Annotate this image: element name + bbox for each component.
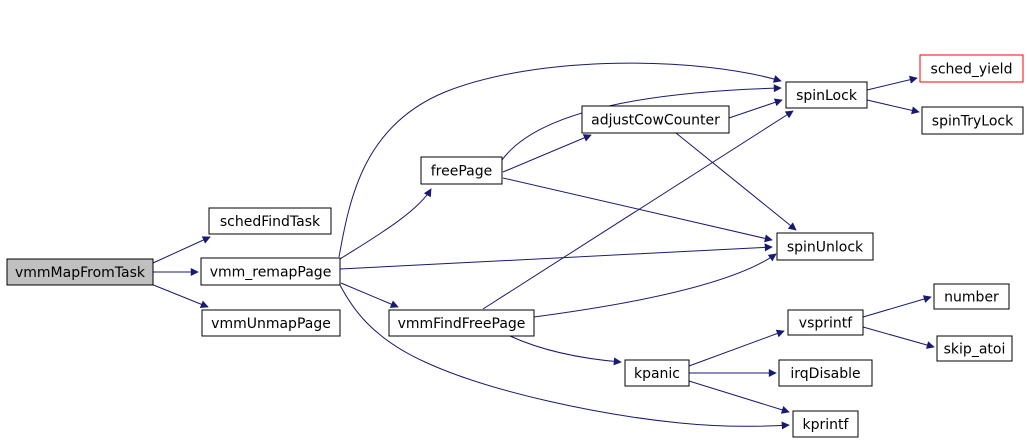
node-box-sched_yield <box>919 54 1024 83</box>
node-label-vmmUnmapPage: vmmUnmapPage <box>211 316 331 332</box>
node-label-irqDisable: irqDisable <box>790 366 860 382</box>
edge-vmmFindFreePage-to-kpanic <box>509 335 622 366</box>
node-label-adjustCowCounter: adjustCowCounter <box>591 113 720 129</box>
node-box-kprintf <box>792 410 859 438</box>
edge-spinLock-to-spinTryLock <box>866 99 920 115</box>
node-box-spinTryLock <box>921 106 1024 135</box>
edge-vsprintf-to-skip_atoi <box>862 326 935 349</box>
node-vmmFindFreePage[interactable]: vmmFindFreePage <box>388 309 535 337</box>
node-kprintf[interactable]: kprintf <box>792 410 859 438</box>
edge-vmm_remapPage-to-vmmFindFreePage <box>340 282 399 308</box>
node-label-vmmFindFreePage: vmmFindFreePage <box>398 316 526 332</box>
node-box-spinUnlock <box>776 232 874 261</box>
edge-adjustCowCounter-to-spinLock <box>728 98 783 119</box>
edge-vmm_remapPage-to-freePage <box>339 188 432 260</box>
node-vmmMapFromTask[interactable]: vmmMapFromTask <box>6 258 154 286</box>
node-box-number <box>933 283 1010 310</box>
node-number[interactable]: number <box>933 283 1010 310</box>
node-label-sched_yield: sched_yield <box>931 62 1013 78</box>
node-label-spinLock: spinLock <box>796 88 858 104</box>
node-label-vmmMapFromTask: vmmMapFromTask <box>15 265 146 281</box>
node-label-skip_atoi: skip_atoi <box>944 342 1006 358</box>
edge-kpanic-to-vsprintf <box>688 329 785 367</box>
edge-vmmFindFreePage-to-spinUnlock <box>533 253 777 318</box>
edge-vmmFindFreePage-to-spinLock <box>482 110 794 310</box>
node-box-freePage <box>420 156 503 185</box>
edge-vmm_remapPage-to-spinUnlock <box>339 243 773 270</box>
node-box-skip_atoi <box>936 335 1013 362</box>
node-schedFindTask[interactable]: schedFindTask <box>208 207 332 235</box>
edge-adjustCowCounter-to-spinUnlock <box>675 132 797 231</box>
node-vmmUnmapPage[interactable]: vmmUnmapPage <box>201 309 341 337</box>
node-box-vsprintf <box>787 309 864 336</box>
node-adjustCowCounter[interactable]: adjustCowCounter <box>581 105 730 134</box>
node-box-adjustCowCounter <box>581 105 730 134</box>
node-label-schedFindTask: schedFindTask <box>220 214 321 230</box>
node-box-irqDisable <box>778 359 873 387</box>
node-box-vmmFindFreePage <box>388 309 535 337</box>
node-spinLock[interactable]: spinLock <box>785 81 868 109</box>
node-skip_atoi[interactable]: skip_atoi <box>936 335 1013 362</box>
node-irqDisable[interactable]: irqDisable <box>778 359 873 387</box>
node-spinUnlock[interactable]: spinUnlock <box>776 232 874 261</box>
node-spinTryLock[interactable]: spinTryLock <box>921 106 1024 135</box>
node-label-kpanic: kpanic <box>634 366 680 382</box>
node-label-vmm_remapPage: vmm_remapPage <box>210 265 332 281</box>
node-vsprintf[interactable]: vsprintf <box>787 309 864 336</box>
edge-freePage-to-spinUnlock <box>502 177 773 243</box>
node-label-freePage: freePage <box>431 164 493 180</box>
edge-vmm_remapPage-to-spinLock <box>338 62 782 258</box>
node-box-vmmUnmapPage <box>201 309 341 337</box>
node-box-schedFindTask <box>208 207 332 235</box>
edge-vmmMapFromTask-to-vmmUnmapPage <box>150 283 209 309</box>
edge-spinLock-to-sched_yield <box>866 75 918 91</box>
node-label-spinTryLock: spinTryLock <box>932 114 1014 130</box>
node-freePage[interactable]: freePage <box>420 156 503 185</box>
node-label-spinUnlock: spinUnlock <box>787 240 864 256</box>
node-label-number: number <box>944 290 999 306</box>
edge-kpanic-to-kprintf <box>688 380 790 414</box>
node-box-spinLock <box>785 81 868 109</box>
edge-freePage-to-adjustCowCounter <box>502 134 592 173</box>
node-sched_yield[interactable]: sched_yield <box>919 54 1024 83</box>
node-box-kpanic <box>624 359 690 387</box>
node-box-vmmMapFromTask <box>6 258 154 286</box>
node-kpanic[interactable]: kpanic <box>624 359 690 387</box>
edge-vmmMapFromTask-to-schedFindTask <box>152 236 211 264</box>
node-label-kprintf: kprintf <box>803 417 850 433</box>
node-label-vsprintf: vsprintf <box>799 316 853 332</box>
edge-vmm_remapPage-to-kprintf <box>339 284 790 430</box>
node-box-vmm_remapPage <box>200 257 341 286</box>
edge-vsprintf-to-number <box>862 295 932 318</box>
node-vmm_remapPage[interactable]: vmm_remapPage <box>200 257 341 286</box>
